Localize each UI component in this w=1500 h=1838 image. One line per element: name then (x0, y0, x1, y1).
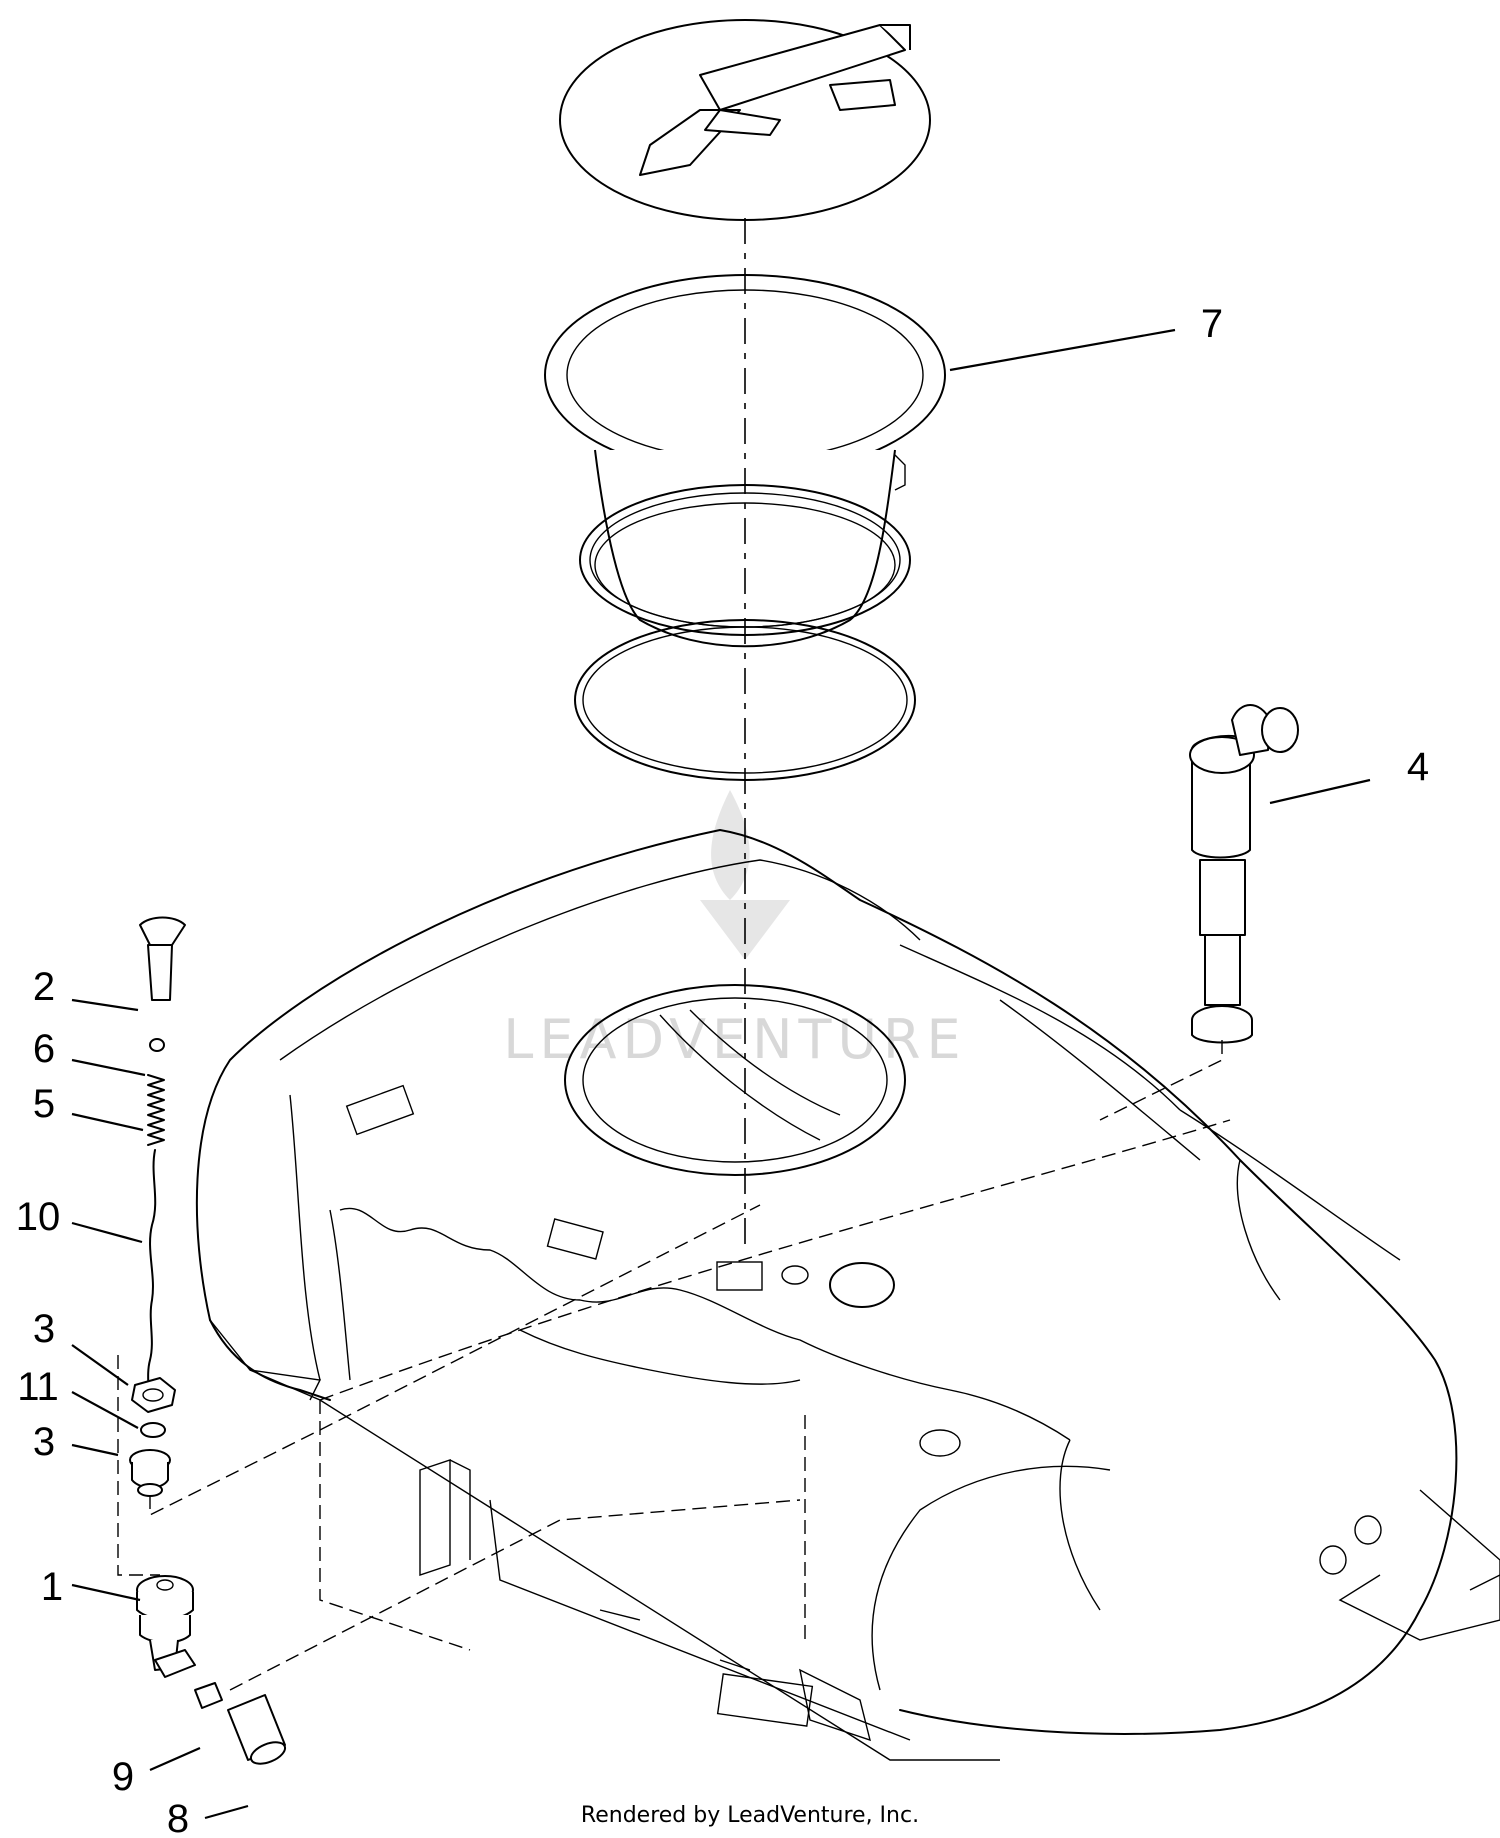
watermark-text: LEADVENTURE (503, 1008, 966, 1071)
part-11-gasket (140, 1422, 166, 1438)
part-2-drain-handle (139, 916, 186, 1001)
part-5-spring (147, 1074, 165, 1146)
leader-lines (71, 328, 1371, 1820)
part-3-nut (131, 1377, 176, 1413)
callout-2: 2 (33, 965, 55, 1009)
callout-11: 11 (17, 1365, 59, 1409)
part-10-chain (147, 1149, 157, 1401)
assembly-lines (117, 1119, 1231, 1691)
callout-3-lower: 3 (33, 1420, 55, 1464)
part-9-adapter (194, 1682, 223, 1709)
part-4-sight-tube-gauge (1099, 704, 1299, 1121)
part-3-bulkhead-fitting (129, 1449, 171, 1497)
tank-body (195, 829, 1500, 1761)
part-8-hose-barb (227, 1694, 287, 1765)
callout-1: 1 (41, 1565, 63, 1609)
callout-6: 6 (33, 1027, 55, 1071)
part-6-washer (149, 1038, 165, 1052)
callout-7: 7 (1201, 302, 1223, 346)
callout-9: 9 (112, 1755, 134, 1799)
part-7-filler-lid-and-strainer (544, 19, 946, 1245)
callout-8: 8 (167, 1797, 189, 1838)
callout-labels: 7 4 2 6 5 10 3 11 3 1 9 8 (16, 302, 1429, 1838)
callout-3-upper: 3 (33, 1307, 55, 1351)
callout-4: 4 (1407, 745, 1429, 789)
callout-10: 10 (16, 1195, 61, 1239)
part-1-drain-valve (136, 1575, 196, 1678)
render-credit: Rendered by LeadVenture, Inc. (581, 1803, 919, 1828)
callout-5: 5 (33, 1082, 55, 1126)
